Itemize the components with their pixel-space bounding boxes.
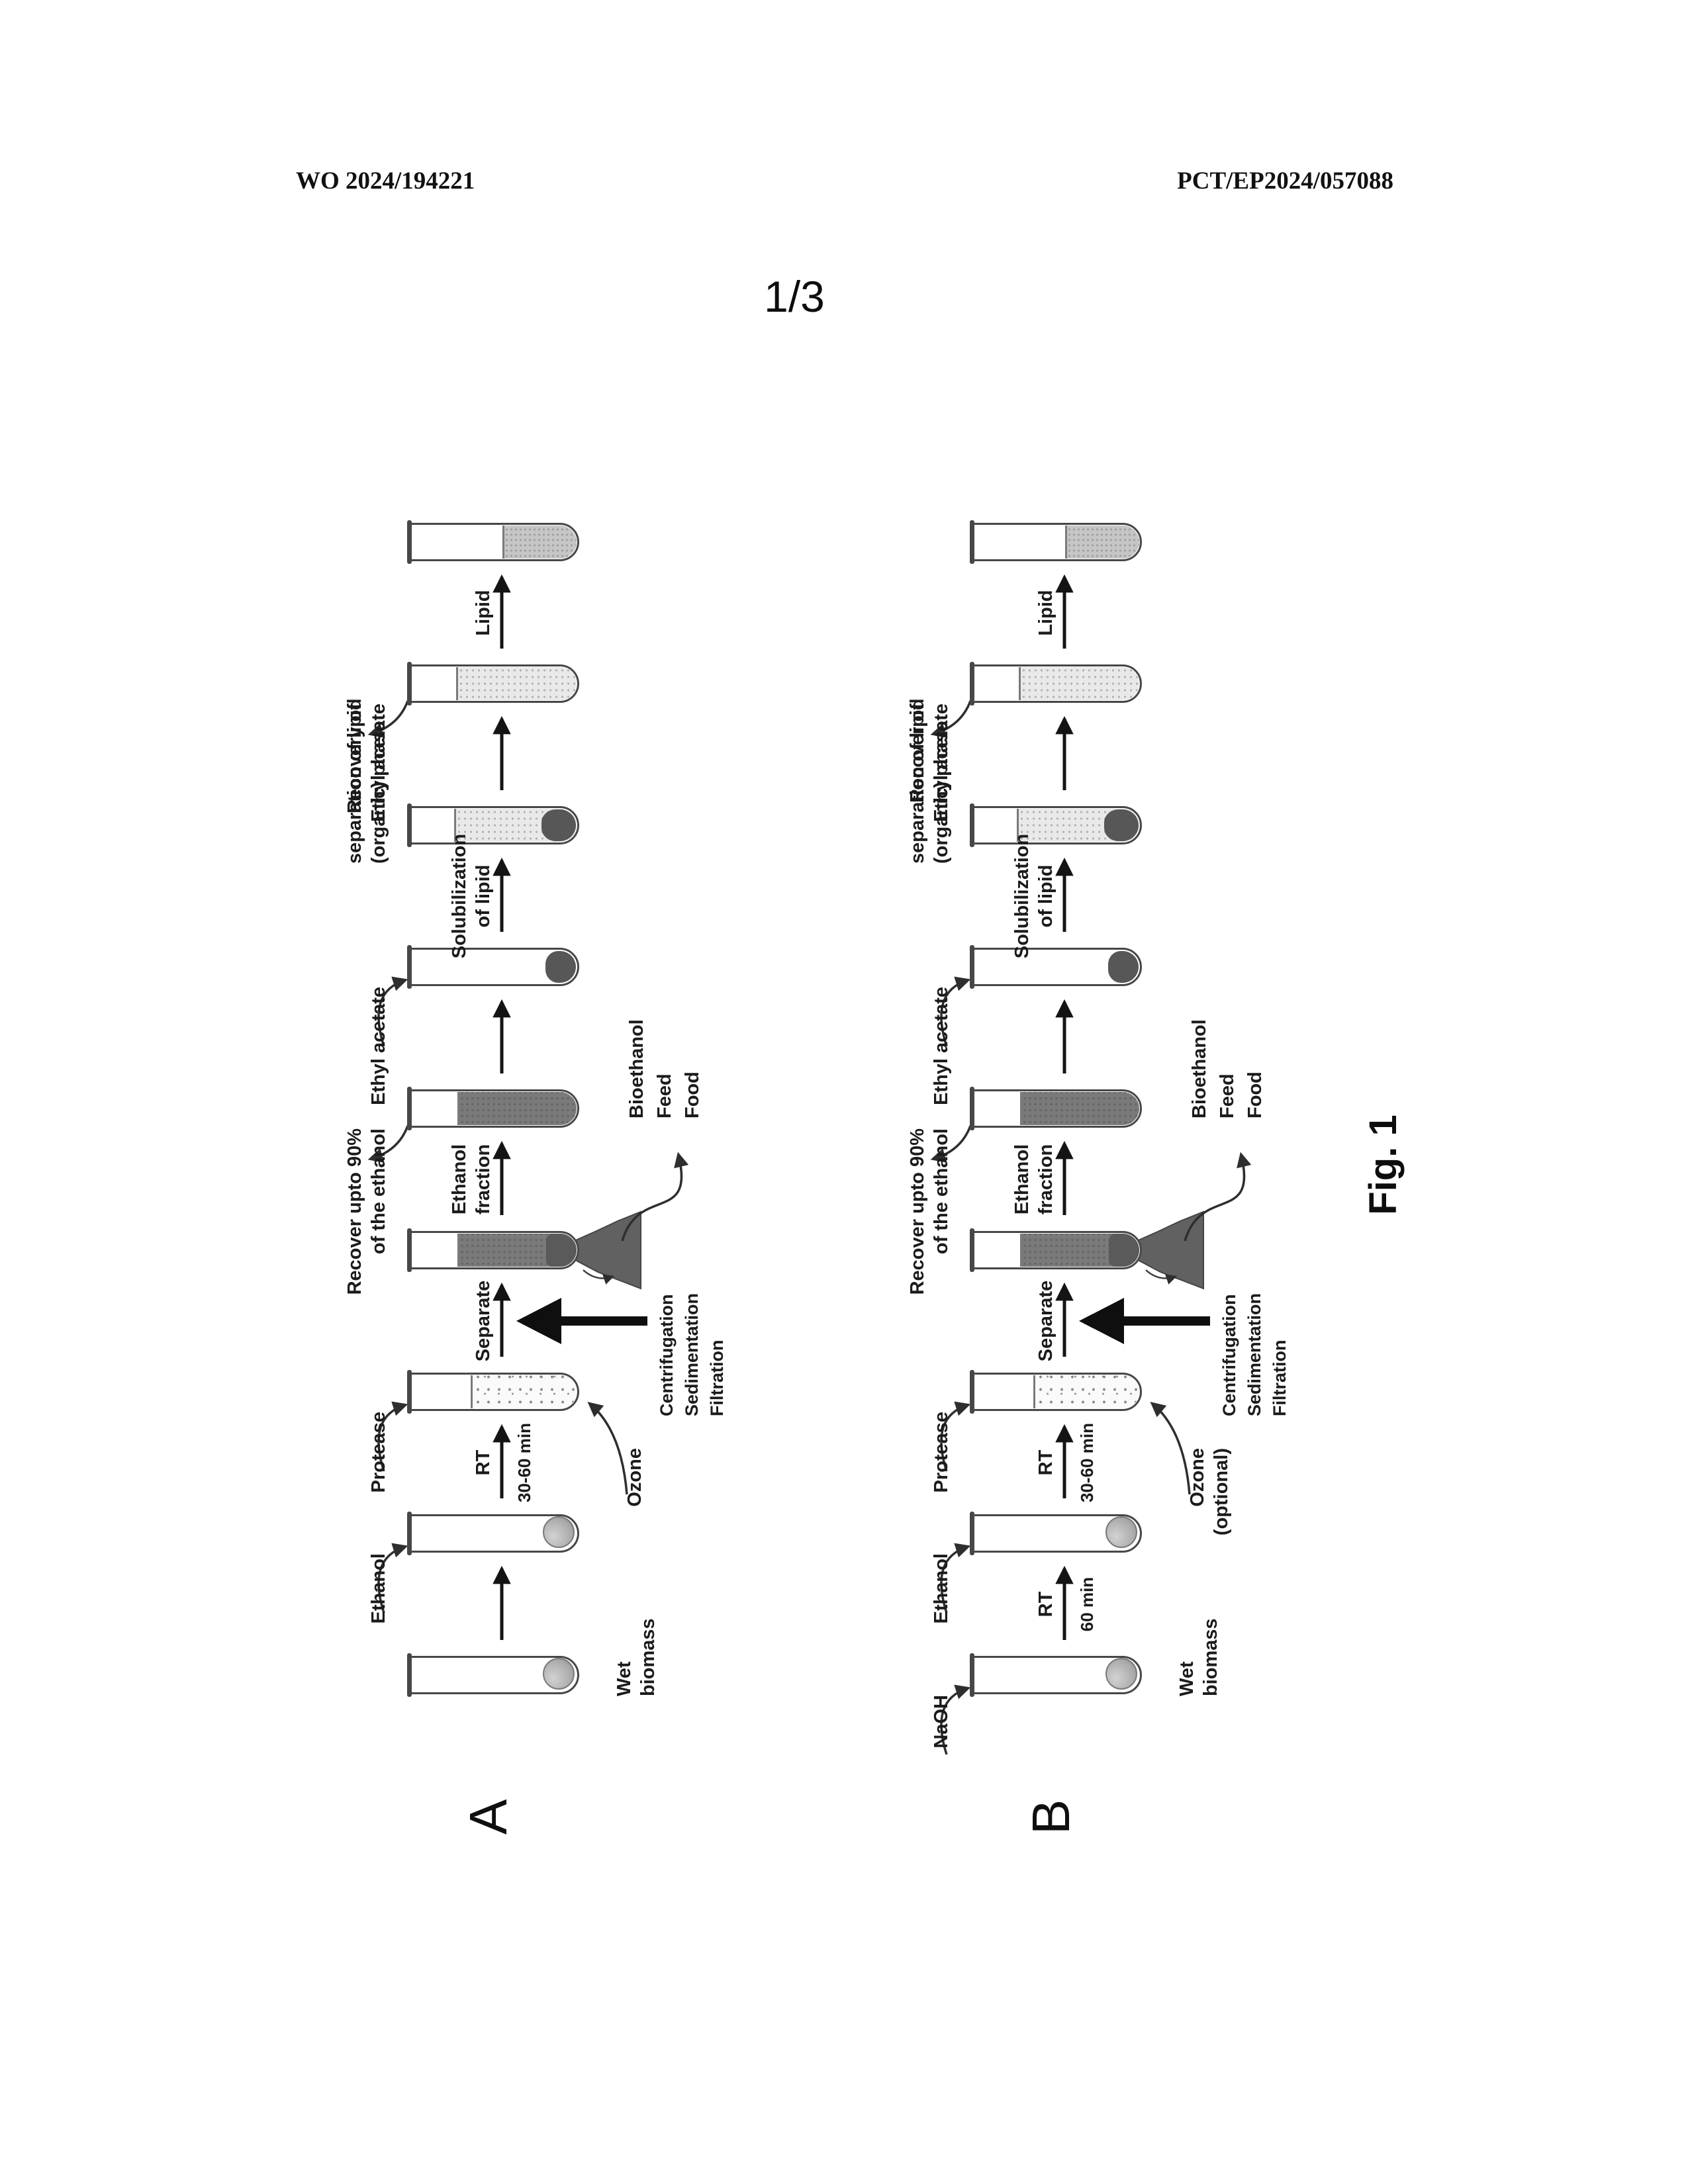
flow-label-line: of lipid [1035, 864, 1056, 928]
flow-label-line: Lipid [1035, 590, 1056, 636]
tube-content-separated-phase [546, 1234, 577, 1267]
pellet-arrow [583, 1269, 615, 1285]
label-protease-treated-line: Protease [931, 1412, 952, 1493]
label-ethyl-acetate-recovered-line: Recovery of [344, 704, 365, 814]
label-ethyl-acetate-recovered-line: Recover of [907, 704, 928, 803]
flow-label-line: fraction [1035, 1144, 1056, 1215]
flow-label: Lipid [471, 514, 495, 712]
tube-content-ethanol-added [543, 1516, 575, 1548]
panel-label-a: A [459, 1799, 518, 1835]
ozone-arrow [1150, 1402, 1191, 1495]
flow-sublabel-line: 30-60 min [1077, 1423, 1097, 1502]
label-ethyl-acetate-added: Ethyl acetate [367, 987, 391, 1172]
tube-content-wet-biomass [543, 1658, 575, 1690]
label-separation-methods-line: Sedimentation [682, 1293, 702, 1416]
add-reagent-arrow [940, 1684, 971, 1755]
tube-content-lipid-organic-phase [541, 809, 576, 841]
tube-content-ethanol-added [1105, 1516, 1137, 1548]
separation-methods-arrow [516, 1298, 647, 1344]
tube-content-separated-phase [1109, 1234, 1139, 1267]
tube-content-wet-biomass [1105, 1658, 1137, 1690]
byproduct-arrow [1184, 1152, 1252, 1242]
label-ethyl-acetate-added-line: Ethyl acetate [931, 987, 952, 1105]
label-separation-methods-line: Sedimentation [1244, 1293, 1264, 1416]
flow-label-line: Solubilization [449, 833, 470, 959]
byproduct-arrow [621, 1152, 689, 1242]
label-byproduct-line: Food [682, 1071, 703, 1118]
label-separation-methods-line: Centrifugation [1219, 1294, 1239, 1416]
label-ethyl-acetate-recovered-line: Ethyl acetate [368, 704, 389, 822]
label-ethyl-acetate-recovered-line: Ethyl acetate [931, 704, 952, 822]
label-byproduct-line: Feed [654, 1073, 675, 1118]
label-protease-treated-line: Protease [368, 1412, 389, 1493]
figure-arrows-layer [367, 574, 1252, 1755]
flow-sublabel: 30-60 min [512, 1383, 536, 1542]
flow-sublabel-line: 60 min [1077, 1576, 1097, 1632]
sheet-number: 1/3 [764, 272, 825, 321]
panel-label-b: B [1021, 1799, 1080, 1835]
flow-label-line: Lipid [473, 590, 494, 636]
add-reagent-arrow [940, 1401, 971, 1472]
tube-content-lipid-organic-phase [1104, 809, 1139, 841]
flow-label-line: fraction [473, 1144, 494, 1215]
tube-content-lipid-product [1065, 525, 1139, 559]
tube-wet-biomass [409, 1656, 579, 1694]
application-number: PCT/EP2024/057088 [1177, 167, 1393, 195]
add-reagent-arrow [377, 1543, 408, 1614]
label-byproduct-line: Food [1244, 1071, 1266, 1118]
flow-label-line: of lipid [473, 864, 494, 928]
label-ozone-line: Ozone [624, 1448, 645, 1507]
flow-label: Lipid [1034, 514, 1058, 712]
label-ozone: Ozone [623, 1448, 647, 1614]
label-ozone: Ozone(optional) [1186, 1448, 1233, 1614]
add-reagent-arrow [940, 976, 971, 1047]
tube-content-lipid-product [502, 525, 577, 559]
pellet-arrow [1145, 1269, 1178, 1285]
label-ethyl-acetate-added: Ethyl acetate [929, 987, 953, 1172]
label-ozone-line: Ozone [1187, 1448, 1208, 1507]
label-separation-methods-line: Filtration [1270, 1340, 1289, 1417]
label-ozone-line: (optional) [1211, 1448, 1232, 1536]
label-ethyl-acetate-added-line: Ethyl acetate [368, 987, 389, 1105]
flow-sublabel: 60 min [1075, 1525, 1099, 1684]
flow-sublabel: 30-60 min [1075, 1383, 1099, 1542]
add-reagent-arrow [940, 1543, 971, 1614]
label-separation-methods-line: Centrifugation [657, 1294, 677, 1416]
add-reagent-arrow [377, 976, 408, 1047]
recover-arrow [930, 1125, 972, 1163]
recover-arrow [367, 1125, 409, 1163]
label-byproduct-line: Feed [1217, 1073, 1238, 1118]
separation-methods-arrow [1079, 1298, 1210, 1344]
flow-label-line: Ethanol [449, 1144, 470, 1215]
ozone-arrow [587, 1402, 628, 1495]
label-separation-methods-line: Filtration [707, 1340, 727, 1417]
flow-label-line: Ethanol [1011, 1144, 1033, 1215]
label-byproduct-line: Bioethanol [626, 1019, 647, 1118]
tube-content-ethyl-acetate-added [545, 951, 576, 983]
label-ethanol-fraction-line: Recover upto 90% [907, 1128, 928, 1295]
recover-arrow [367, 700, 409, 738]
label-ethanol-fraction-line: Recover upto 90% [344, 1128, 365, 1295]
publication-number: WO 2024/194221 [296, 167, 475, 195]
label-byproduct-line: Bioethanol [1189, 1019, 1210, 1118]
label-protease-treated: Protease [367, 1412, 391, 1597]
figure-caption: Fig. 1 [1362, 1115, 1405, 1215]
label-protease-treated: Protease [929, 1412, 953, 1597]
flow-sublabel-line: 30-60 min [514, 1423, 534, 1502]
add-reagent-arrow [377, 1401, 408, 1472]
tube-content-ethyl-acetate-added [1108, 951, 1139, 983]
recover-arrow [930, 700, 972, 738]
flow-label-line: Solubilization [1011, 833, 1033, 959]
